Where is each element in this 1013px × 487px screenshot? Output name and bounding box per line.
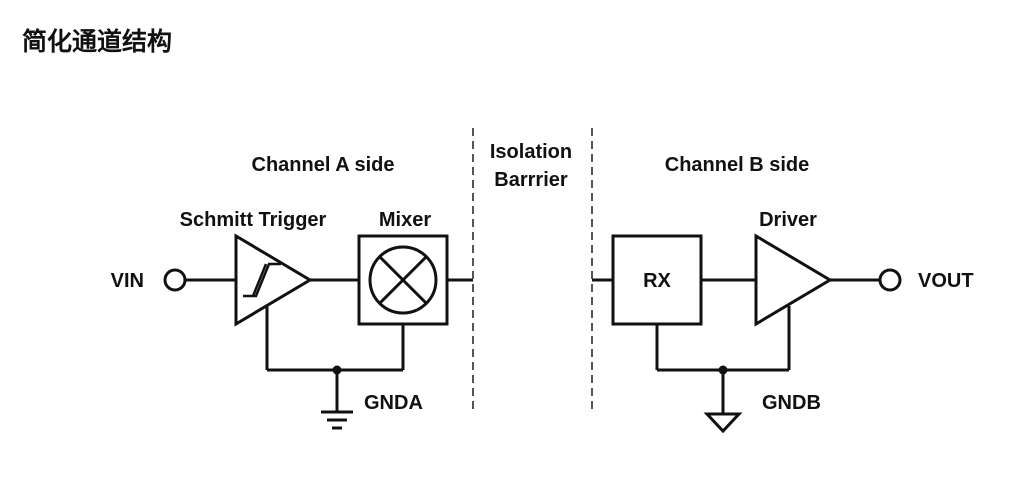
vout-terminal <box>878 268 902 292</box>
hysteresis-icon <box>243 262 281 298</box>
driver-label: Driver <box>759 209 817 231</box>
gndb-junction-dot <box>718 365 728 375</box>
signal-ground-icon <box>703 412 743 434</box>
isolation-label-line2: Barrrier <box>494 169 568 191</box>
vin-terminal <box>163 268 187 292</box>
rx-block <box>611 234 703 326</box>
gndb-label: GNDB <box>762 392 821 414</box>
vout-label: VOUT <box>918 270 974 292</box>
channel-a-label: Channel A side <box>252 154 395 176</box>
vin-label: VIN <box>111 270 144 292</box>
rx-label: RX <box>643 270 671 292</box>
isolation-label-line1: Isolation <box>490 141 572 163</box>
gnda-junction-dot <box>332 365 342 375</box>
driver-symbol <box>754 233 833 327</box>
ground-icon <box>321 410 353 430</box>
schmitt-trigger-label: Schmitt Trigger <box>180 209 327 231</box>
mixer-symbol <box>357 234 449 326</box>
page-title: 简化通道结构 <box>22 27 173 56</box>
mixer-label: Mixer <box>379 209 431 231</box>
schmitt-trigger-symbol <box>234 233 313 327</box>
channel-b-label: Channel B side <box>665 154 809 176</box>
gnda-label: GNDA <box>364 392 423 414</box>
